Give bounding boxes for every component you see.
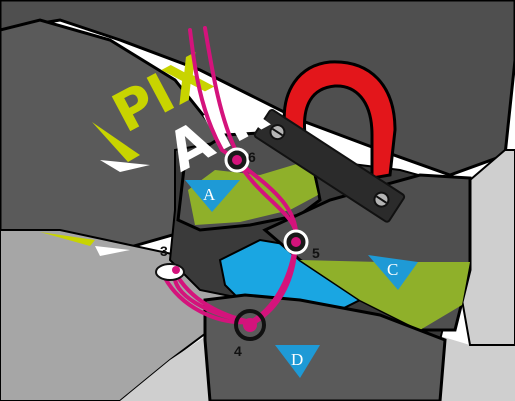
callout-6: 6 [248,149,256,165]
svg-text:C: C [387,260,398,279]
eyelet-5 [285,231,307,253]
eyelet-6 [226,149,248,171]
svg-text:D: D [291,350,303,369]
svg-text:A: A [203,185,216,204]
callout-4: 4 [234,343,242,359]
callout-5: 5 [312,245,320,261]
callout-3: 3 [160,243,168,259]
eyelet-3 [156,264,184,280]
